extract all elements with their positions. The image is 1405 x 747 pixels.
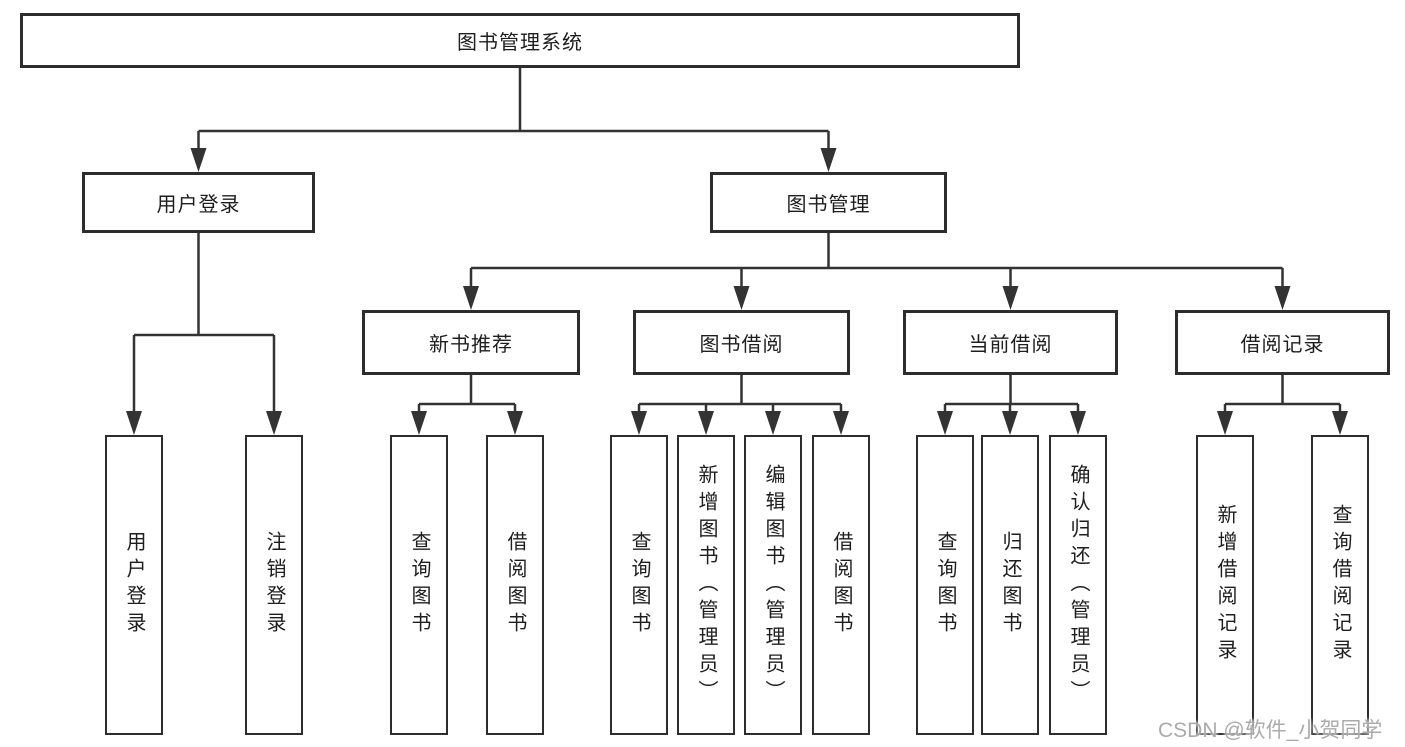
leaf-query-books-3: 查询图书 — [916, 435, 974, 735]
node-book-management: 图书管理 — [710, 172, 947, 233]
node-label: 用户登录 — [156, 194, 241, 216]
node-label: 图书管理 — [786, 194, 871, 216]
node-label: 查询借阅记录 — [1329, 504, 1351, 666]
node-label: 注销登录 — [263, 531, 285, 639]
node-label: 新增图书（管理员） — [695, 463, 717, 707]
csdn-watermark: CSDN @软件_小贺同学 — [1158, 719, 1383, 742]
connector-book-mgmt-children — [469, 233, 1284, 306]
node-book-borrowing: 图书借阅 — [633, 310, 850, 375]
leaf-query-borrow-record: 查询借阅记录 — [1311, 435, 1369, 735]
node-label: 新书推荐 — [429, 334, 513, 356]
leaf-confirm-return-admin: 确认归还（管理员） — [1049, 435, 1107, 735]
leaf-return-books: 归还图书 — [981, 435, 1039, 735]
node-label: 查询图书 — [628, 531, 650, 639]
leaf-logout: 注销登录 — [245, 435, 303, 735]
node-label: 归还图书 — [999, 531, 1021, 639]
leaf-add-borrow-record: 新增借阅记录 — [1196, 435, 1254, 735]
leaf-query-books-2: 查询图书 — [610, 435, 668, 735]
node-label: 确认归还（管理员） — [1067, 463, 1089, 707]
leaf-edit-books-admin: 编辑图书（管理员） — [744, 435, 802, 735]
node-label: 查询图书 — [408, 531, 430, 639]
connector-user-login-children — [132, 233, 276, 431]
node-user-login: 用户登录 — [82, 172, 315, 233]
node-label: 图书管理系统 — [457, 32, 583, 54]
connector-book-borrow-children — [637, 375, 843, 431]
arrowheads — [126, 148, 1348, 435]
node-label: 用户登录 — [123, 531, 145, 639]
node-label: 借阅图书 — [830, 531, 852, 639]
connector-borrow-record-children — [1223, 375, 1342, 431]
leaf-add-books-admin: 新增图书（管理员） — [677, 435, 735, 735]
node-borrowing-records: 借阅记录 — [1175, 310, 1390, 375]
node-label: 借阅图书 — [504, 531, 526, 639]
leaf-borrow-books-1: 借阅图书 — [486, 435, 544, 735]
node-label: 新增借阅记录 — [1214, 504, 1236, 666]
connector-new-book-rec-children — [417, 375, 517, 431]
node-label: 编辑图书（管理员） — [762, 463, 784, 707]
connector-root-to-level2 — [197, 68, 830, 168]
node-label: 借阅记录 — [1240, 334, 1325, 356]
leaf-borrow-books-2: 借阅图书 — [812, 435, 870, 735]
node-label: 当前借阅 — [968, 334, 1053, 356]
node-library-management-system: 图书管理系统 — [20, 13, 1020, 68]
node-label: 图书借阅 — [699, 334, 784, 356]
node-label: 查询图书 — [934, 531, 956, 639]
leaf-user-login: 用户登录 — [105, 435, 163, 735]
node-current-borrowing: 当前借阅 — [903, 310, 1118, 375]
node-new-book-recommend: 新书推荐 — [362, 310, 580, 375]
leaf-query-books-1: 查询图书 — [390, 435, 448, 735]
